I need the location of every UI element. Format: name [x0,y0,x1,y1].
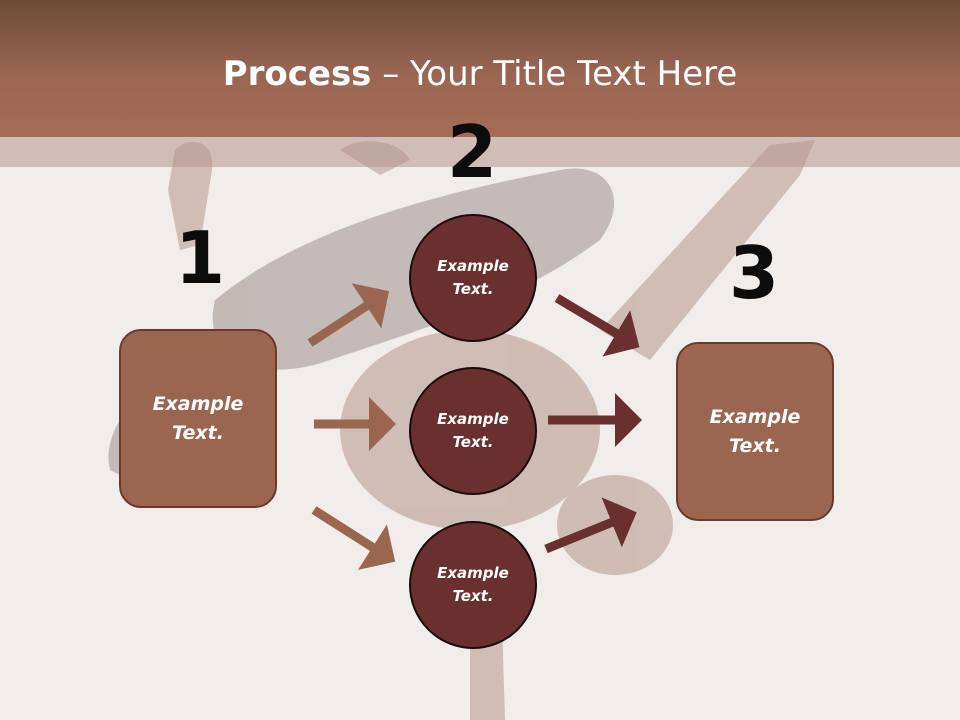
title-rest: – Your Title Text Here [371,54,738,94]
circle-step-2: Example Text. [409,367,537,495]
circle-step-1: Example Text. [409,214,537,342]
circle-1-label: Example Text. [437,257,509,298]
step-number-1: 1 [174,216,226,300]
arrow-box-to-circle-3 [311,506,396,570]
circle-step-3: Example Text. [409,521,537,649]
title-bold: Process [222,54,372,94]
slide-title: Process – Your Title Text Here [0,52,960,96]
right-box-label: Example Text. [709,405,801,457]
left-box-label: Example Text. [152,392,244,444]
left-process-box: Example Text. [119,329,277,508]
arrow-box-to-circle-1 [307,283,390,347]
circle-2-label: Example Text. [437,410,509,451]
title-divider-strip [0,137,960,167]
right-process-box: Example Text. [676,342,834,521]
arrow-circle-3-to-box [544,497,637,554]
arrow-circle-1-to-box [554,294,640,357]
title-bar [0,0,960,137]
step-number-3: 3 [728,231,780,315]
circle-3-label: Example Text. [437,564,509,605]
step-number-2: 2 [446,110,498,194]
